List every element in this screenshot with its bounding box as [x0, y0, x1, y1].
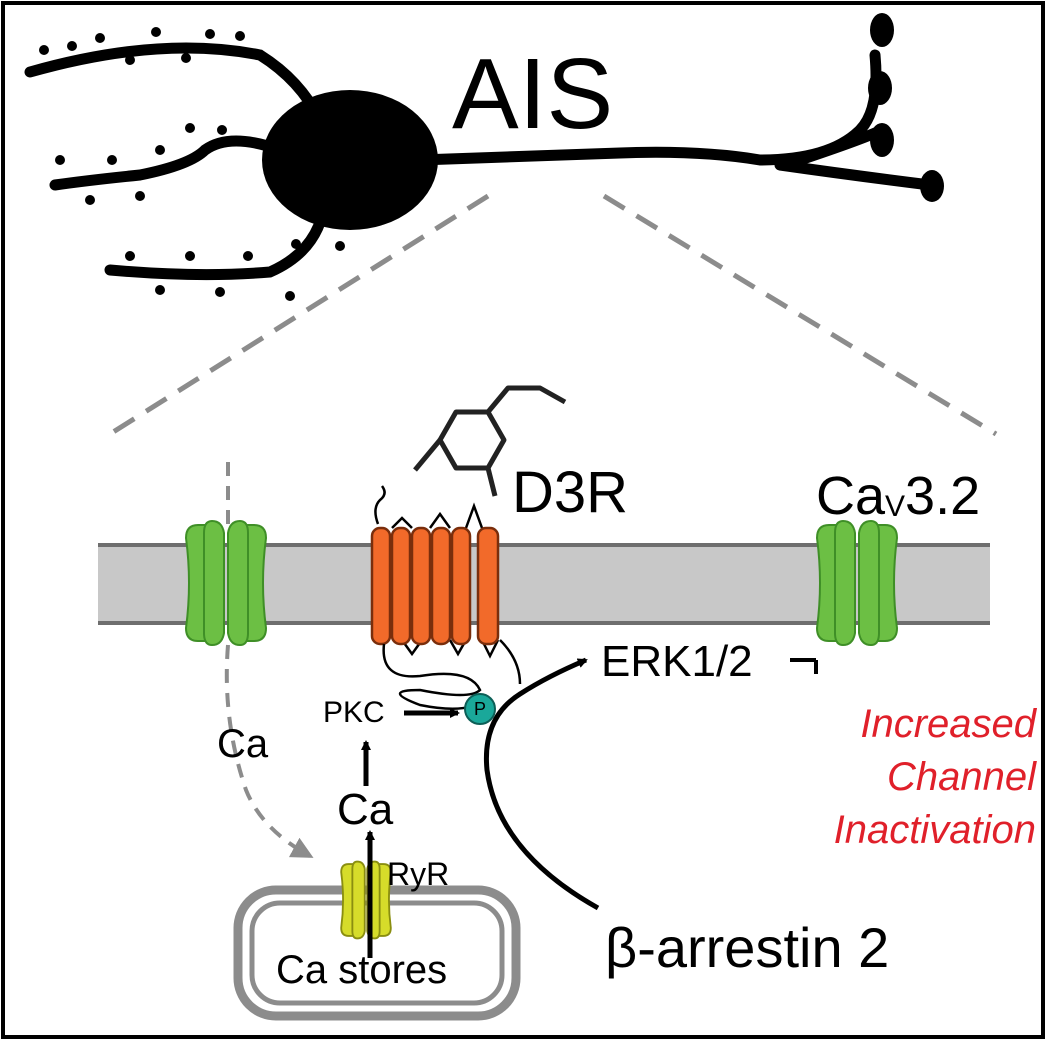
pkc-label: PKC: [323, 696, 385, 729]
effect-text: Increased Channel Inactivation: [774, 698, 1036, 858]
ca-release-label: Ca: [337, 785, 394, 834]
neuron-soma: [262, 90, 438, 230]
effect-line-1: Increased: [860, 702, 1036, 746]
arrestin-label: β-arrestin 2: [605, 916, 890, 979]
dendritic-spines: [39, 27, 345, 301]
effect-line-2: Channel: [886, 755, 1036, 800]
channel-label-subscript: V: [885, 490, 906, 523]
channel-label-suffix: 3.2: [905, 466, 981, 526]
d3-receptor-icon: [370, 485, 522, 710]
phosphate-icon: [464, 693, 496, 725]
phospho-label: P: [473, 699, 486, 719]
title-label: AIS: [452, 38, 614, 150]
arrestin-erk-arrow: [483, 657, 600, 911]
zoom-lines: [108, 193, 998, 437]
receptor-label: D3R: [512, 460, 629, 525]
channel-label-base: Ca: [816, 466, 886, 526]
channel-label: CaV3.2: [816, 469, 980, 523]
axon-terminals: [868, 13, 944, 202]
ligand-molecule-icon: [413, 385, 567, 497]
effect-line-3: Inactivation: [833, 808, 1036, 853]
erk-inhibition: [790, 658, 818, 674]
ca-influx-label: Ca: [217, 722, 269, 766]
neuron-icon: [24, 42, 936, 281]
erk-label: ERK1/2: [601, 637, 753, 686]
ca-stores-label: Ca stores: [276, 948, 448, 992]
ca-influx-arrow: [224, 644, 314, 858]
ryr-label: RyR: [387, 856, 450, 892]
